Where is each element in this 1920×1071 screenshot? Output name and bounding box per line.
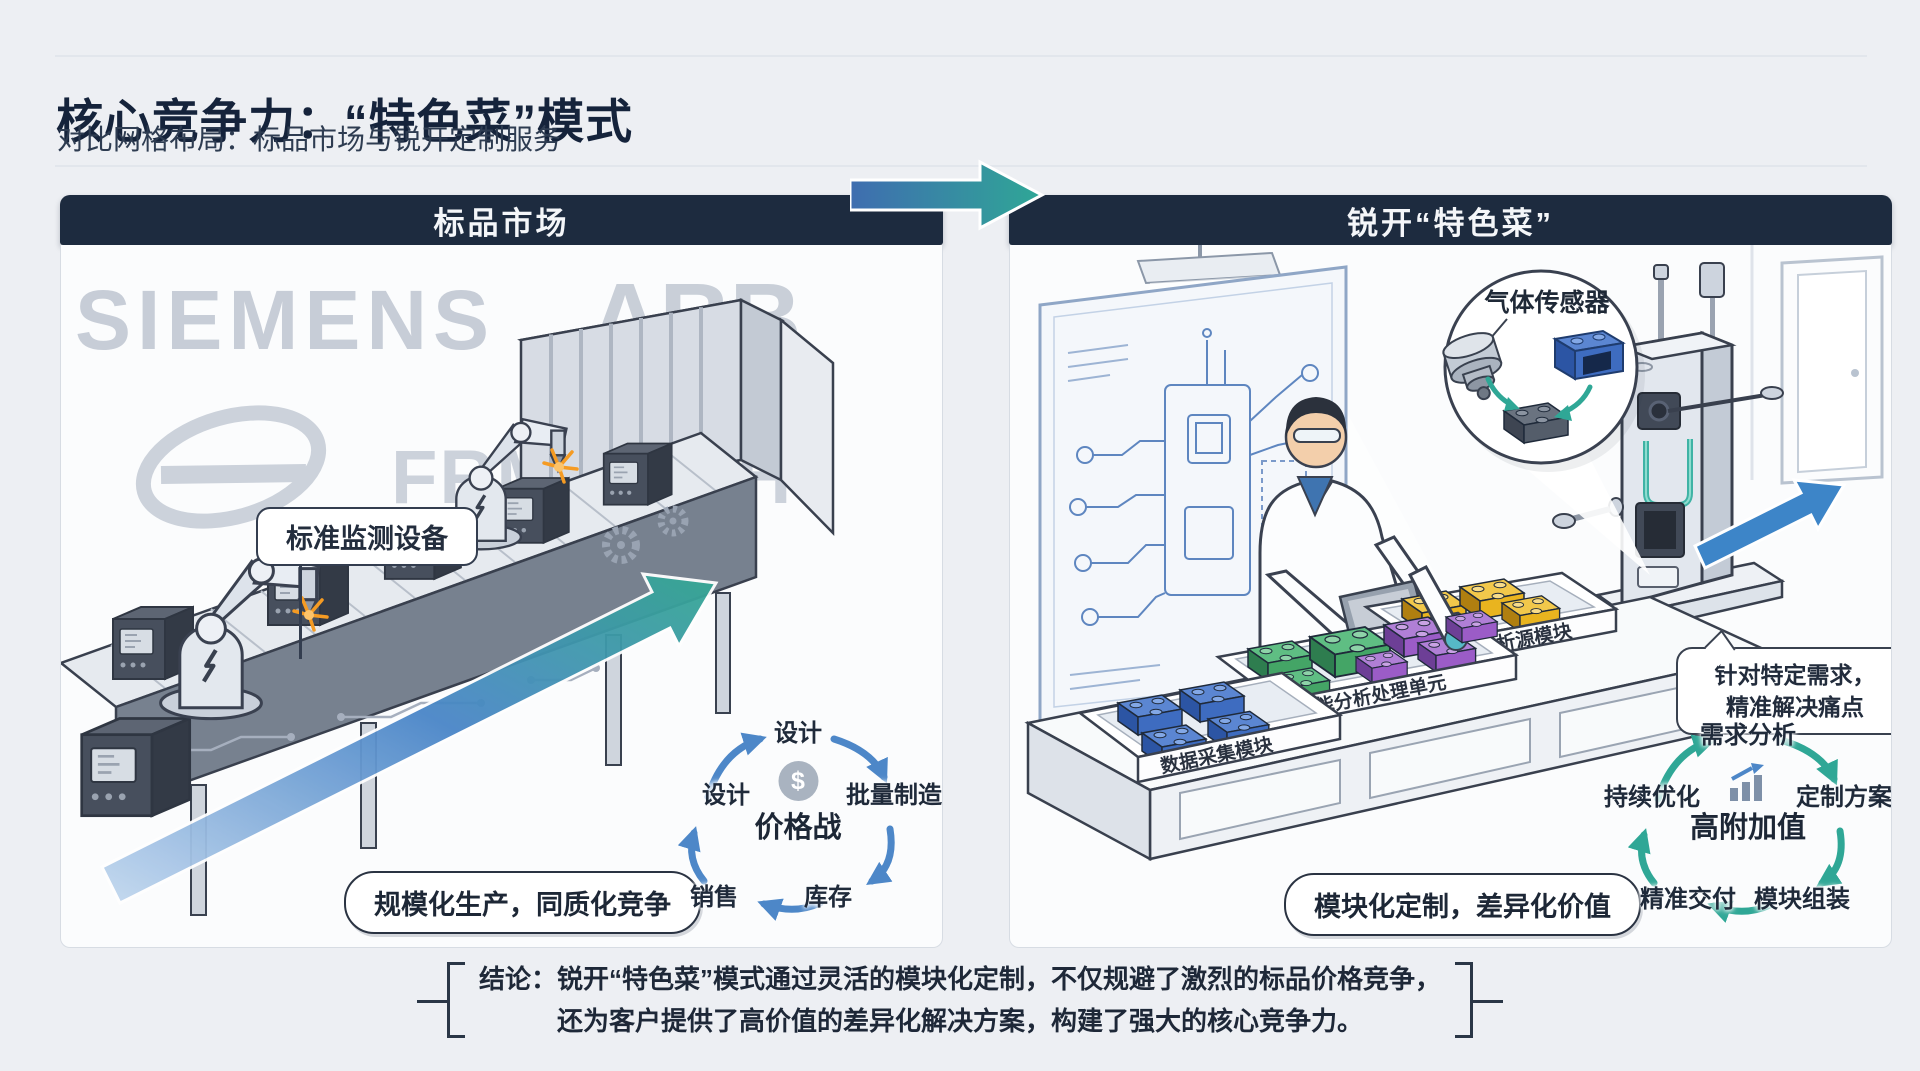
exit-arrow (1693, 478, 1847, 571)
standard-market-illustration: SIEMENS ABB FRMHOCH (61, 263, 835, 916)
panels-transition-arrow (850, 159, 1046, 231)
benefit-note: 针对特定需求， 精准解决痛点 (1676, 647, 1891, 736)
panel-header-ruikai-specialty: 锐开“特色菜” (1009, 195, 1892, 245)
subtitle-divider (55, 165, 1867, 167)
cycle-center: $ 价格战 (754, 761, 842, 846)
panel-ruikai-specialty: 锐开“特色菜” (1009, 195, 1892, 948)
custom-lab-illustration: 数据与析源模块 智能分析处理单元 (1024, 245, 1884, 862)
scientist-forearm (1407, 565, 1498, 651)
safety-goggles-icon (1293, 428, 1341, 443)
conclusion-text: 结论：锐开“特色菜”模式通过灵活的模块化定制，不仅规避了激烈的标品价格竞争， 还… (479, 958, 1441, 1042)
panel-header-standard-market: 标品市场 (60, 195, 943, 245)
cycle-arrows (677, 732, 895, 921)
cycle-step: 定制方案 (1796, 784, 1892, 811)
gas-sensor-icon (1442, 332, 1503, 401)
flow-arrow (99, 572, 719, 906)
panel-body-standard-market: SIEMENS ABB FRMHOCH (60, 245, 943, 948)
conclusion-line-1: 结论：锐开“特色菜”模式通过灵活的模块化定制，不仅规避了激烈的标品价格竞争， (478, 964, 1441, 994)
top-divider (55, 55, 1867, 57)
panel-body-ruikai-specialty: 数据与析源模块 智能分析处理单元 (1009, 245, 1892, 948)
cycle-step: 设计 (774, 720, 822, 747)
page-subtitle: 对比网格布局：标品市场与锐开定制服务 (57, 124, 562, 155)
cycle-step: 库存 (804, 884, 852, 911)
dollar-icon: $ (777, 761, 818, 801)
price-war-cycle: 设计 批量制造 库存 销售 设计 $ 价格战 (648, 713, 942, 923)
equipment-tag: 标准监测设备 (256, 507, 478, 566)
modular-caption: 模块化定制，差异化价值 (1284, 873, 1641, 936)
growth-chart-icon (1729, 763, 1764, 801)
conclusion-bracket-right (1455, 962, 1503, 1039)
price-war-label: 价格战 (754, 812, 842, 844)
cycle-arrows (1627, 734, 1845, 923)
scale-production-caption: 规模化生产，同质化竞争 (344, 871, 701, 934)
callout-label: 气体传感器 (1483, 288, 1610, 317)
gear-icon (602, 505, 689, 564)
page-title: 核心竞争力：“特色菜”模式 (56, 95, 633, 149)
value-cycle: 需求分析 定制方案 模块组装 精准交付 持续优化 高附加值 (1598, 715, 1892, 925)
cycle-step: 批量制造 (846, 782, 942, 809)
conclusion-bracket-left (416, 962, 465, 1039)
equipment-tag-connector (299, 563, 302, 659)
panel-standard-market: 标品市场 (60, 195, 943, 948)
high-value-label: 高附加值 (1689, 812, 1807, 844)
socket-brick-icon (1552, 329, 1626, 381)
benefit-note-line: 精准解决痛点 (1726, 694, 1864, 721)
door (1780, 255, 1884, 485)
cycle-step: 持续优化 (1604, 784, 1700, 811)
cycle-step: 设计 (702, 782, 750, 809)
conclusion: 结论：锐开“特色菜”模式通过灵活的模块化定制，不仅规避了激烈的标品价格竞争， 还… (0, 958, 1920, 1042)
conclusion-line-2: 还为客户提供了高价值的差异化解决方案，构建了强大的核心竞争力。 (556, 1006, 1363, 1037)
cycle-step: 销售 (690, 884, 738, 911)
benefit-note-line: 针对特定需求， (1714, 662, 1876, 688)
cycle-step: 需求分析 (1700, 722, 1796, 749)
cycle-step: 精准交付 (1640, 886, 1736, 913)
cycle-step: 模块组装 (1754, 886, 1850, 913)
cycle-center: 高附加值 (1690, 763, 1806, 846)
gas-sensor-callout: 气体传感器 (1442, 269, 1650, 575)
brand-logo-watermark (135, 405, 327, 529)
siemens-watermark: SIEMENS (75, 273, 495, 367)
